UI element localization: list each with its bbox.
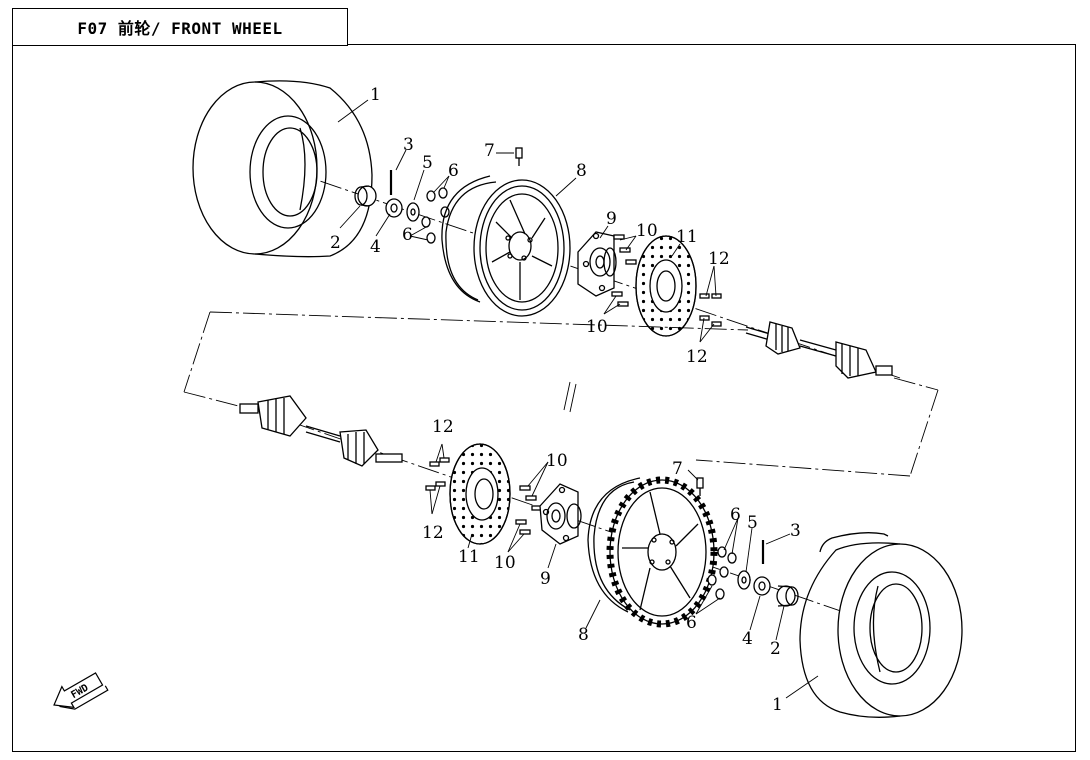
upper-assembly	[192, 80, 901, 379]
callout-upper-4: 4	[370, 237, 381, 257]
lower-hub-bolts	[515, 485, 543, 535]
fwd-arrow-icon: FWD	[53, 672, 109, 710]
lower-disc-bolts	[425, 457, 450, 491]
upper-lug-nuts	[421, 187, 450, 244]
callout-lower-6b: 6	[686, 613, 697, 633]
callout-lower-2: 2	[770, 639, 781, 659]
lower-callouts: 1 2 3 4 5 6 6 7 8 9 10 10 11 12 12	[422, 417, 801, 715]
lower-castle-nut	[753, 576, 771, 596]
upper-hub-nut	[354, 185, 377, 207]
lower-drive-shaft	[239, 395, 403, 467]
callout-lower-11: 11	[458, 547, 480, 567]
callout-lower-10a: 10	[546, 451, 568, 471]
upper-brake-disc	[635, 235, 697, 337]
upper-hub-bolts	[611, 234, 637, 307]
callout-upper-6a: 6	[448, 161, 459, 181]
callout-upper-2: 2	[330, 233, 341, 253]
lower-rim	[587, 476, 718, 628]
callout-lower-4: 4	[742, 629, 753, 649]
lower-hub-nut	[776, 585, 799, 607]
upper-tire	[192, 80, 373, 258]
callout-lower-12a: 12	[432, 417, 454, 437]
page-title: F07 前轮/ FRONT WHEEL	[77, 19, 283, 38]
upper-callouts: 1 2 3 4 5 6 6 7 8 9 10 10 11 12 12	[330, 85, 730, 367]
callout-upper-6b: 6	[402, 225, 413, 245]
lower-hub	[539, 483, 582, 545]
upper-drive-shaft	[745, 321, 893, 379]
callout-lower-10b: 10	[494, 553, 516, 573]
lower-washer	[737, 570, 751, 590]
callout-upper-12b: 12	[686, 347, 708, 367]
callout-upper-7: 7	[484, 141, 495, 161]
callout-lower-6a: 6	[730, 505, 741, 525]
callout-lower-9: 9	[540, 569, 551, 589]
upper-valve-stem	[515, 147, 523, 166]
callout-lower-8: 8	[578, 625, 589, 645]
lower-leader-lines	[429, 443, 819, 699]
callout-upper-5: 5	[422, 153, 433, 173]
upper-washer	[406, 202, 420, 222]
callout-upper-10b: 10	[586, 317, 608, 337]
callout-upper-9: 9	[606, 209, 617, 229]
callout-lower-12b: 12	[422, 523, 444, 543]
callout-lower-5: 5	[747, 513, 758, 533]
callout-lower-1: 1	[772, 695, 783, 715]
upper-castle-nut	[385, 198, 403, 218]
upper-leader-lines	[337, 99, 717, 343]
upper-disc-bolts	[699, 293, 722, 327]
title-box: F07 前轮/ FRONT WHEEL	[12, 8, 348, 46]
callout-upper-10a: 10	[636, 221, 658, 241]
upper-hub	[577, 231, 617, 297]
callout-upper-12a: 12	[708, 249, 730, 269]
callout-upper-3: 3	[403, 135, 414, 155]
connector-break	[563, 381, 577, 413]
callout-upper-1: 1	[370, 85, 381, 105]
upper-rim	[441, 175, 571, 317]
lower-valve-stem	[696, 477, 704, 496]
callout-lower-3: 3	[790, 521, 801, 541]
lower-assembly	[239, 395, 963, 718]
callout-upper-8: 8	[576, 161, 587, 181]
callout-lower-7: 7	[672, 459, 683, 479]
callout-upper-11: 11	[676, 227, 698, 247]
lower-tire	[799, 532, 963, 718]
lower-lug-nuts	[707, 546, 737, 600]
drawing-frame	[12, 44, 1076, 752]
lower-brake-disc	[449, 443, 511, 545]
